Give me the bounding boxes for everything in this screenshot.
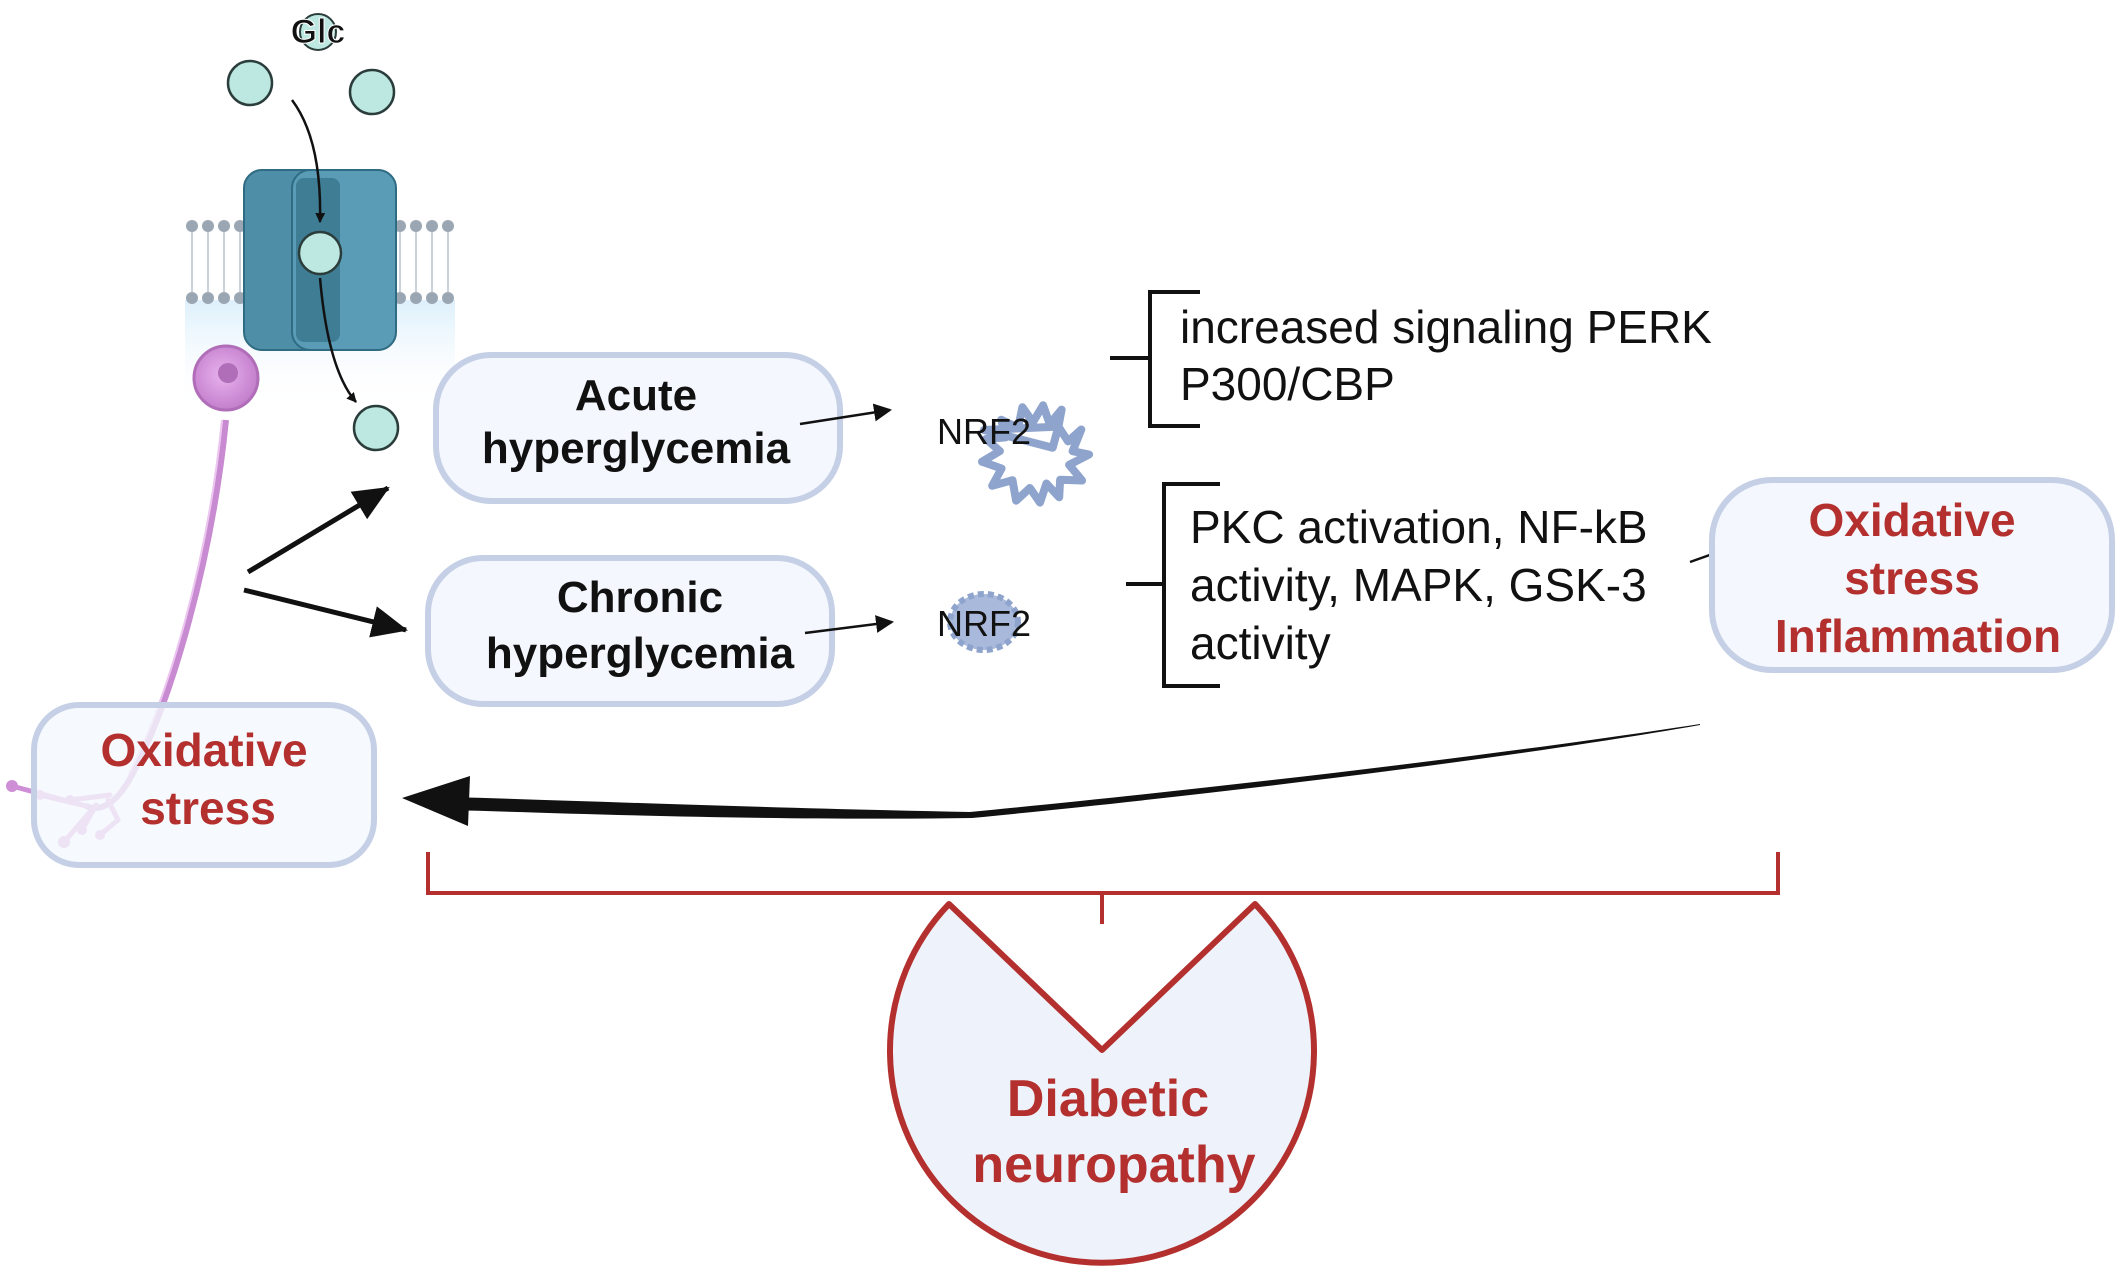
chronic-effects-line2: activity, MAPK, GSK-3 bbox=[1190, 559, 1647, 611]
chronic-hyperglycemia-box bbox=[425, 555, 835, 707]
nrf2-chronic-label: NRF2 bbox=[937, 603, 1031, 644]
chronic-to-nrf2-arrow bbox=[804, 615, 894, 635]
disease-line1: Diabetic bbox=[1007, 1070, 1209, 1128]
outcome-right-line2: stress bbox=[1844, 552, 1980, 604]
acute-label-line2: hyperglycemia bbox=[482, 424, 791, 473]
branch-arrow-acute bbox=[246, 485, 390, 575]
nrf2-acute-badge bbox=[978, 401, 1094, 507]
branch-arrow-chronic bbox=[243, 587, 408, 638]
glucose-molecule bbox=[348, 68, 396, 116]
neuron-nucleus bbox=[218, 363, 238, 383]
outcome-right-line3: Inflammation bbox=[1775, 610, 2061, 662]
acute-effects-line1: increased signaling PERK bbox=[1180, 301, 1712, 353]
disease-line2: neuropathy bbox=[972, 1136, 1255, 1194]
feedback-arrow-head bbox=[402, 776, 470, 826]
acute-effects-bracket bbox=[1110, 290, 1200, 428]
glucose-label: Glc bbox=[291, 13, 346, 51]
outcome-left-line1: Oxidative bbox=[100, 724, 307, 776]
chronic-label-line1: Chronic bbox=[557, 573, 723, 622]
chronic-effects-line3: activity bbox=[1190, 617, 1331, 669]
chronic-effects-bracket bbox=[1126, 482, 1220, 688]
glucose-molecule bbox=[299, 13, 337, 51]
acute-label-line1: Acute bbox=[575, 371, 697, 420]
glucose-molecule bbox=[226, 59, 274, 107]
nrf2-chronic-badge bbox=[947, 591, 1021, 653]
acute-to-nrf2-arrow bbox=[799, 403, 892, 426]
chronic-label-line2: hyperglycemia bbox=[486, 629, 795, 678]
convergence-bracket bbox=[426, 852, 1780, 924]
glucose-intracellular bbox=[352, 404, 400, 452]
lipid-tails bbox=[191, 232, 449, 292]
glucose-entry-arrow bbox=[290, 99, 326, 223]
nrf2-acute-label: NRF2 bbox=[937, 411, 1031, 452]
chronic-effects-line1: PKC activation, NF-kB bbox=[1190, 501, 1648, 553]
glucose-exit-arrow bbox=[318, 277, 357, 403]
glucose-transporter-illustration: Glc bbox=[185, 13, 455, 452]
outcome-left-line2: stress bbox=[140, 782, 276, 834]
acute-hyperglycemia-box bbox=[433, 352, 843, 504]
outcome-right-line1: Oxidative bbox=[1808, 494, 2015, 546]
glucose-in-transporter bbox=[297, 230, 343, 276]
feedback-arrow-wedge bbox=[450, 724, 1700, 819]
oxidative-stress-inflammation-box bbox=[1709, 477, 2115, 673]
acute-effects-line2: P300/CBP bbox=[1180, 358, 1395, 410]
diabetic-neuropathy-shape bbox=[887, 901, 1317, 1266]
oxidative-stress-box bbox=[31, 702, 377, 868]
